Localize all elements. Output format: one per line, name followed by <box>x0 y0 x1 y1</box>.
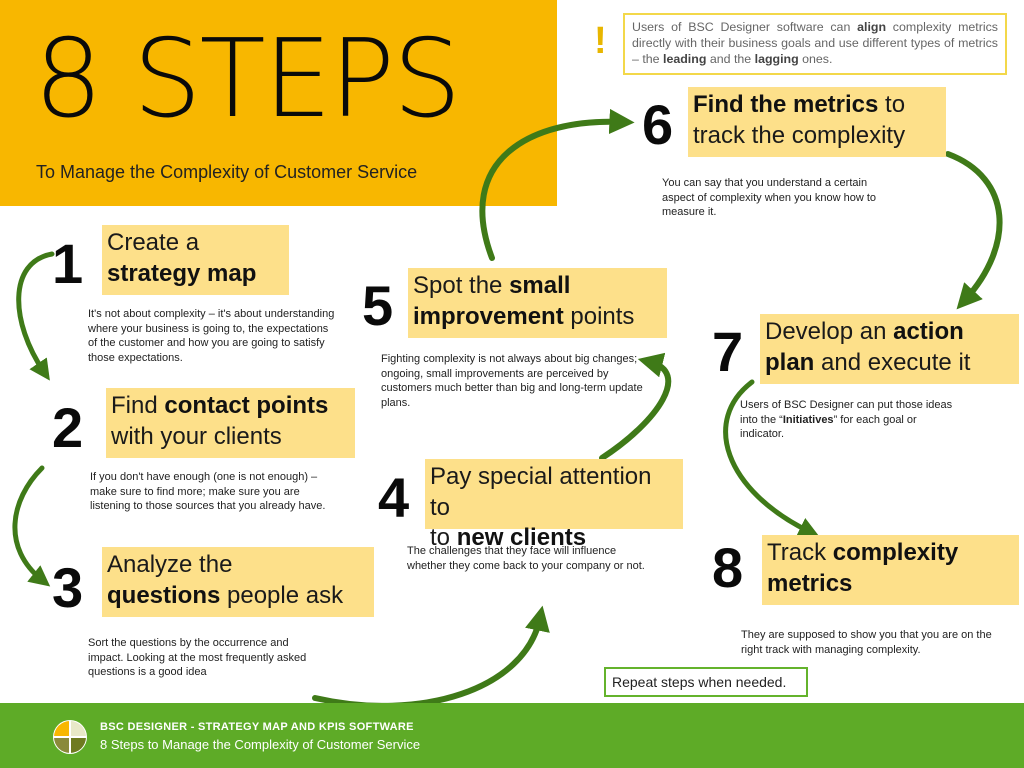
step-4-number: 4 <box>378 466 410 529</box>
footer-title: BSC DESIGNER - STRATEGY MAP AND KPIS SOF… <box>100 721 414 733</box>
step-2-description: If you don't have enough (one is not eno… <box>90 471 326 513</box>
step-1-box: Create a strategy map <box>102 225 289 295</box>
exclamation-icon: ! <box>594 20 607 62</box>
arrow-2-to-3 <box>12 465 51 587</box>
step-8-bold-2: metrics <box>767 569 853 597</box>
step-4-line2: to <box>430 524 457 552</box>
step-2-number: 2 <box>52 396 84 459</box>
step-5-bold-2: improvement <box>413 302 564 330</box>
arrow-6-to-7 <box>945 151 1003 310</box>
page-subtitle: To Manage the Complexity of Customer Ser… <box>36 162 418 182</box>
step-2-box: Find contact points with your clients <box>106 388 355 458</box>
footer-bar: BSC DESIGNER - STRATEGY MAP AND KPIS SOF… <box>0 703 1024 768</box>
step-6-number: 6 <box>642 93 674 156</box>
step-5-bold-1: small <box>509 272 571 299</box>
repeat-steps-label: Repeat steps when needed. <box>604 667 808 697</box>
step-3-box: Analyze the questions people ask <box>102 547 374 617</box>
step-6-description: You can say that you understand a certai… <box>662 177 877 219</box>
step-7-rest: and execute it <box>814 348 971 376</box>
footer-subtitle: 8 Steps to Manage the Complexity of Cust… <box>100 737 421 752</box>
header-banner: 8 STEPS To Manage the Complexity of Cust… <box>0 0 557 206</box>
step-6-line1-rest: to <box>878 91 906 118</box>
step-7-number: 7 <box>712 320 744 383</box>
page-title: 8 STEPS <box>34 17 461 142</box>
step-1-number: 1 <box>52 232 84 295</box>
step-3-description: Sort the questions by the occurrence and… <box>88 637 307 679</box>
step-4-description: The challenges that they face will influ… <box>407 545 645 572</box>
step-8-description: They are supposed to show you that you a… <box>741 629 992 656</box>
step-7-bold-2: plan <box>765 348 815 376</box>
arrow-3-to-4 <box>312 605 550 709</box>
step-6-line2: track the complexity <box>693 121 906 149</box>
step-1-description: It's not about complexity – it's about u… <box>88 308 335 364</box>
bsc-designer-logo-icon <box>53 720 87 754</box>
step-4-box: Pay special attention to to new clients <box>425 459 683 551</box>
bsc-designer-note: Users of BSC Designer software can align… <box>623 13 1007 75</box>
step-8-number: 8 <box>712 536 744 599</box>
step-8-bold-1: complexity <box>832 539 959 566</box>
step-7-description: Users of BSC Designer can put those idea… <box>740 399 953 441</box>
step-5-number: 5 <box>362 274 394 337</box>
arrow-1-to-2 <box>16 251 55 381</box>
step-3-number: 3 <box>52 556 84 619</box>
step-5-description: Fighting complexity is not always about … <box>381 353 643 409</box>
